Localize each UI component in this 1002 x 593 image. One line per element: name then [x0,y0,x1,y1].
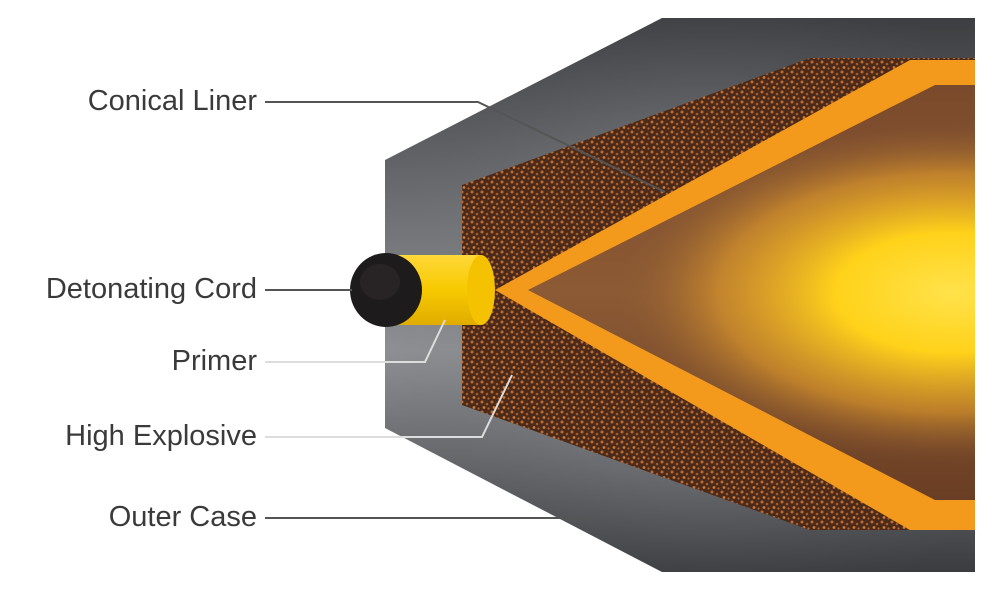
detonating-cord [350,253,422,327]
label-primer: Primer [171,345,257,377]
label-outer-case: Outer Case [108,501,257,533]
leader-lines [265,101,666,519]
label-detonating-cord: Detonating Cord [45,273,257,305]
leader-primer [265,319,446,363]
leader-high-explosive [265,374,513,438]
label-high-explosive: High Explosive [65,420,257,452]
label-conical-liner: Conical Liner [87,85,257,117]
cavity [528,85,975,500]
leader-conical-liner [265,101,666,193]
